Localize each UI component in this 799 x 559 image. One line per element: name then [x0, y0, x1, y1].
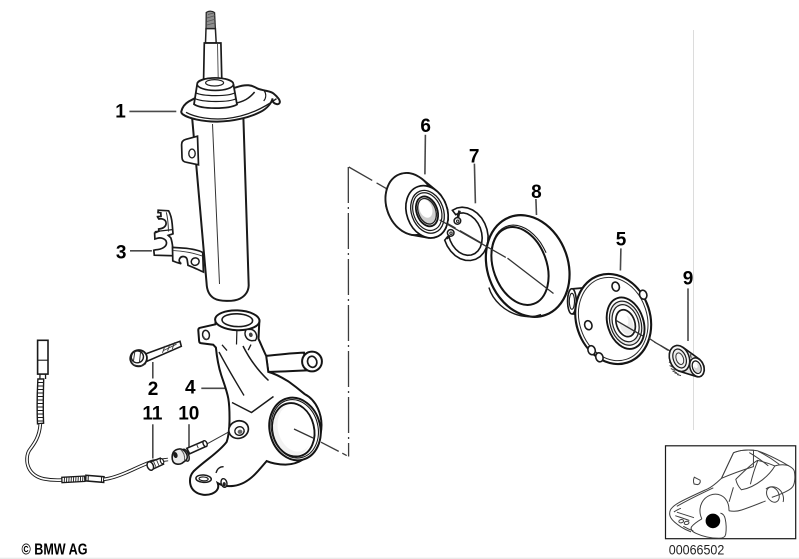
svg-text:6: 6 [420, 116, 431, 137]
svg-text:2: 2 [148, 379, 159, 400]
svg-text:1: 1 [115, 101, 126, 122]
svg-text:7: 7 [469, 147, 480, 168]
svg-text:8: 8 [531, 182, 542, 203]
svg-text:© BMW AG: © BMW AG [22, 542, 88, 559]
svg-text:9: 9 [683, 268, 694, 289]
svg-text:3: 3 [116, 243, 127, 264]
svg-text:4: 4 [185, 378, 196, 399]
svg-text:00066502: 00066502 [669, 542, 725, 558]
svg-text:10: 10 [178, 403, 199, 424]
svg-text:11: 11 [142, 403, 163, 424]
svg-text:5: 5 [616, 230, 627, 251]
